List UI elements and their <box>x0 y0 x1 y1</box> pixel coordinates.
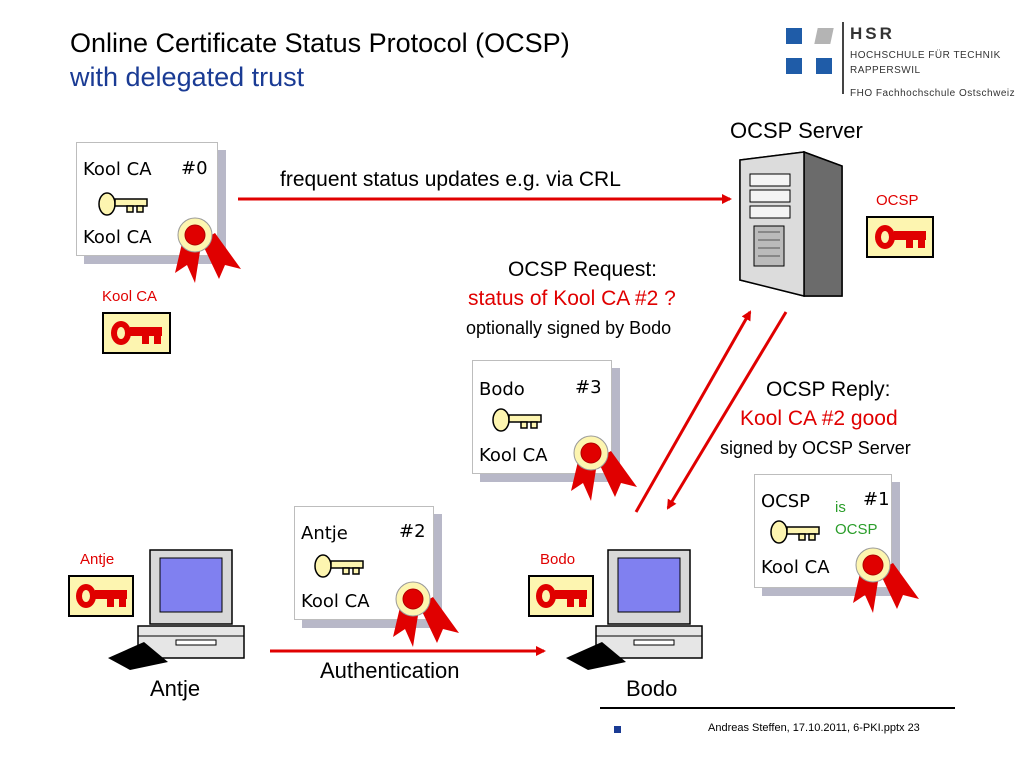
server-icon <box>739 150 843 297</box>
reply-arrow <box>666 311 788 510</box>
key-icon <box>492 408 542 432</box>
ocsp-certificate: OCSP #1 is OCSP Kool CA <box>754 474 919 613</box>
bodo-label: Bodo <box>626 676 678 701</box>
logo-square <box>816 58 832 74</box>
cert-number: #2 <box>399 521 426 542</box>
seal-icon <box>571 435 637 501</box>
authentication-label: Authentication <box>320 658 460 683</box>
antje-certificate: Antje #2 Kool CA <box>294 506 459 647</box>
bodo-certificate: Bodo #3 Kool CA <box>472 360 637 501</box>
cert-owner: OCSP <box>761 491 811 512</box>
request-status: status of Kool CA #2 ? <box>468 287 676 310</box>
antje-computer-icon <box>108 549 245 670</box>
footer-bullet <box>614 726 621 733</box>
request-arrow <box>634 310 752 513</box>
antje-label: Antje <box>150 676 201 701</box>
logo-square <box>786 58 802 74</box>
cert-issuer: Kool CA <box>301 591 370 612</box>
slide-title: Online Certificate Status Protocol (OCSP… <box>70 28 570 58</box>
key-icon <box>770 520 820 544</box>
logo-line2: RAPPERSWIL <box>850 65 921 76</box>
bodo-computer-icon <box>566 549 703 670</box>
logo-square <box>786 28 802 44</box>
cert-number: #0 <box>181 158 208 179</box>
cert-issuer: Kool CA <box>761 557 830 578</box>
ocsp-private-key <box>866 216 934 258</box>
ocsp-server-label: OCSP Server <box>730 118 863 143</box>
seal-icon <box>853 547 919 613</box>
red-key-icon <box>875 225 926 249</box>
bodo-key-label: Bodo <box>540 551 576 568</box>
red-key-icon <box>111 321 162 345</box>
reply-title: OCSP Reply: <box>766 378 891 401</box>
key-icon <box>98 192 148 216</box>
footer-text: Andreas Steffen, 17.10.2011, 6-PKI.pptx … <box>708 722 920 734</box>
cert-is-label: is <box>835 499 846 516</box>
logo-divider <box>842 22 844 94</box>
seal-icon <box>175 217 241 283</box>
ca-certificate: Kool CA #0 Kool CA <box>76 142 241 283</box>
reply-signed: signed by OCSP Server <box>720 438 911 458</box>
status-update-label: frequent status updates e.g. via CRL <box>280 168 621 191</box>
antje-private-key <box>68 575 134 617</box>
cert-owner: Antje <box>301 523 348 544</box>
ca-key-label: Kool CA <box>102 288 158 305</box>
bodo-private-key <box>528 575 594 617</box>
cert-issuer: Kool CA <box>479 445 548 466</box>
reply-status: Kool CA #2 good <box>740 407 898 430</box>
logo-line1: HOCHSCHULE FÜR TECHNIK <box>850 50 1001 61</box>
cert-number: #3 <box>575 377 602 398</box>
ca-private-key <box>102 312 171 354</box>
antje-key-label: Antje <box>80 551 115 568</box>
request-signed: optionally signed by Bodo <box>466 318 672 338</box>
cert-issuer: Kool CA <box>83 159 152 180</box>
cert-is-value: OCSP <box>835 521 878 538</box>
request-title: OCSP Request: <box>508 258 658 281</box>
cert-subject: Kool CA <box>83 227 152 248</box>
key-icon <box>314 554 364 578</box>
ocsp-key-label: OCSP <box>876 192 919 209</box>
red-key-icon <box>536 584 587 608</box>
seal-icon <box>393 581 459 647</box>
slide-subtitle: with delegated trust <box>70 62 305 92</box>
cert-number: #1 <box>863 489 890 510</box>
logo-line3: FHO Fachhochschule Ostschweiz <box>850 88 1016 99</box>
red-key-icon <box>76 584 127 608</box>
cert-owner: Bodo <box>479 379 525 400</box>
logo-name: HSR <box>850 24 895 43</box>
